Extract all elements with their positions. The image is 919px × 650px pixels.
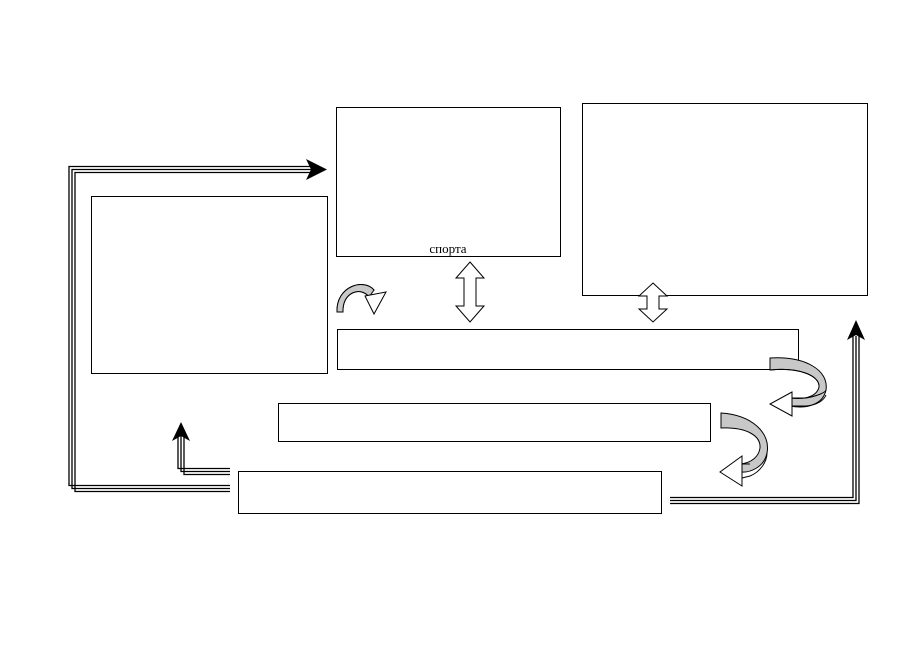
curved-arrow-right-lower (719, 412, 768, 487)
middle-bar (337, 329, 799, 370)
curved-arrow-right-upper (768, 357, 827, 417)
left-loop-arrow (68, 165, 312, 493)
curved-arrow-left (336, 284, 387, 316)
top-center-box-label: спорта (429, 241, 466, 256)
top-center-box (336, 107, 561, 257)
right-box (582, 103, 868, 296)
small-up-arrowhead (172, 422, 190, 441)
lower-bar (278, 403, 711, 442)
left-loop-arrowhead (306, 159, 327, 180)
left-box (91, 196, 328, 374)
small-up-arrow (177, 436, 230, 476)
bottom-bar (238, 471, 662, 514)
double-arrow-right (637, 282, 669, 323)
right-loop-arrowhead (847, 320, 865, 340)
double-arrow-center (454, 261, 486, 323)
right-loop-arrow (670, 336, 860, 505)
